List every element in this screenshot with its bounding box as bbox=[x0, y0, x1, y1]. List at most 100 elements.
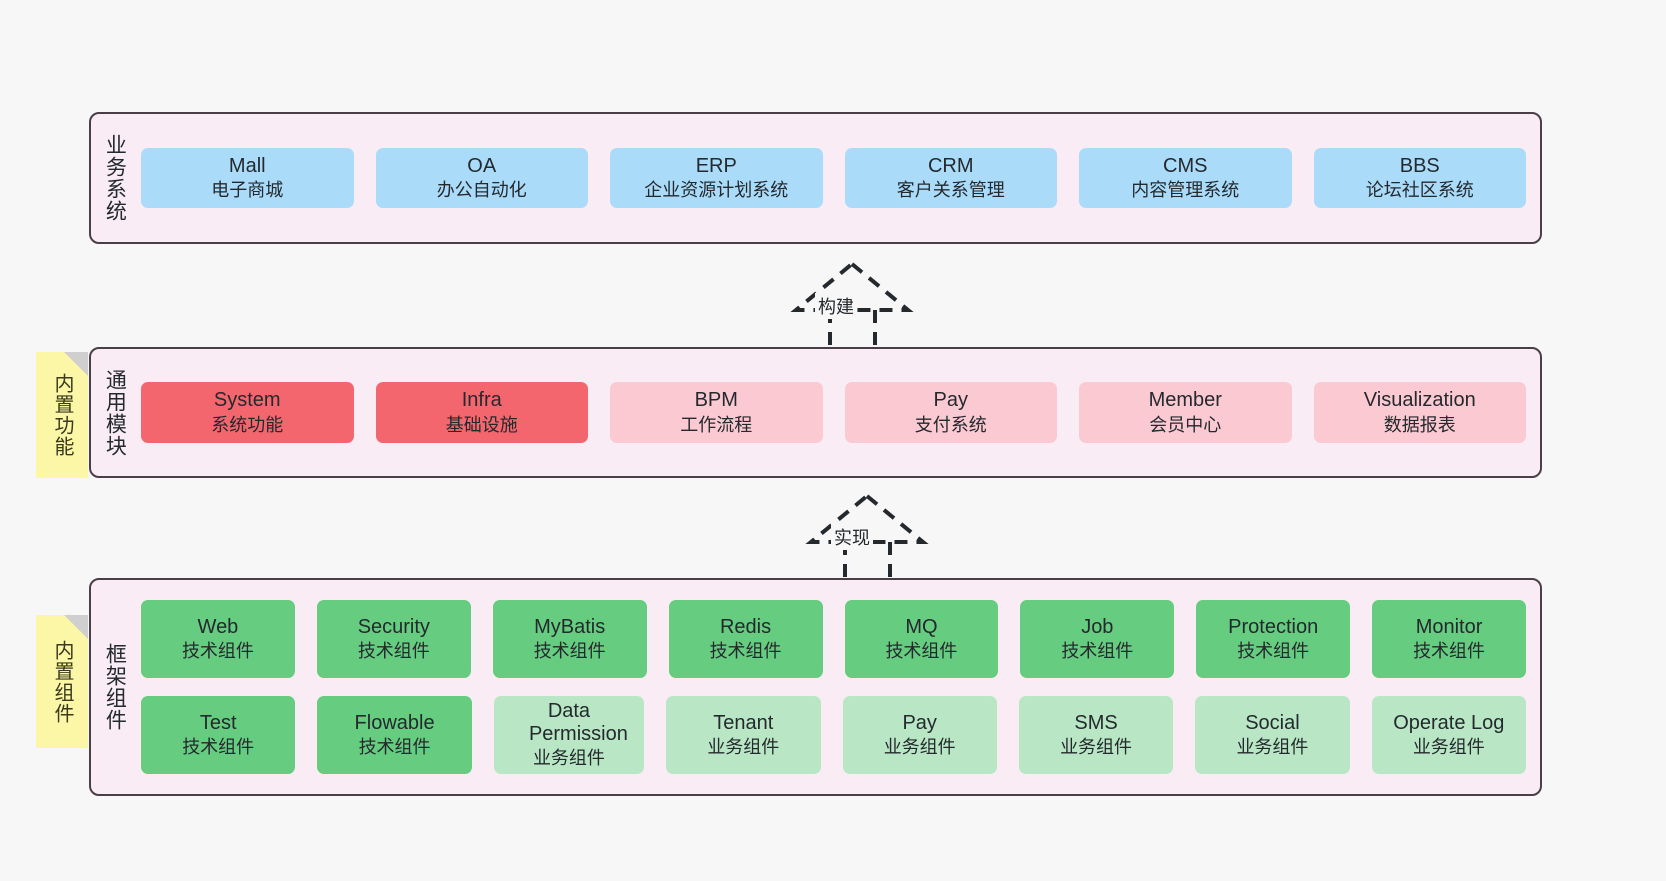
card-protection[interactable]: Protection 技术组件 bbox=[1196, 600, 1351, 678]
card-redis[interactable]: Redis 技术组件 bbox=[668, 600, 823, 678]
connector-implement-label: 实现 bbox=[831, 524, 873, 550]
card-subtitle: 业务组件 bbox=[1412, 737, 1485, 758]
layer-business-system: 业务系统 Mall 电子商城 OA 办公自动化 ERP 企业资源计划系统 CRM… bbox=[89, 112, 1542, 244]
card-tenant[interactable]: Tenant 业务组件 bbox=[666, 696, 821, 774]
card-subtitle: 业务组件 bbox=[883, 737, 956, 758]
card-subtitle: 办公自动化 bbox=[436, 180, 527, 201]
card-test[interactable]: Test 技术组件 bbox=[141, 696, 296, 774]
card-title: SMS bbox=[1074, 711, 1118, 734]
card-subtitle: 技术组件 bbox=[1413, 641, 1486, 662]
card-title: Pay bbox=[902, 711, 937, 734]
card-erp[interactable]: ERP 企业资源计划系统 bbox=[610, 147, 823, 209]
layer-body-common-module: System 系统功能 Infra 基础设施 BPM 工作流程 Pay 支付系统… bbox=[137, 349, 1540, 476]
card-subtitle: 技术组件 bbox=[1237, 641, 1310, 662]
card-subtitle: 技术组件 bbox=[709, 641, 782, 662]
layer-framework-component: 框架组件 Web 技术组件 Security 技术组件 MyBatis 技术组件… bbox=[89, 578, 1542, 796]
card-title: Test bbox=[199, 711, 237, 734]
page-fold-icon bbox=[64, 352, 88, 376]
card-pay-business[interactable]: Pay 业务组件 bbox=[842, 696, 997, 774]
card-subtitle: 论坛社区系统 bbox=[1365, 180, 1474, 201]
card-subtitle: 技术组件 bbox=[357, 641, 430, 662]
card-data-permission[interactable]: Data Permission 业务组件 bbox=[493, 696, 645, 774]
generalization-arrowhead-icon bbox=[805, 493, 929, 544]
card-bbs[interactable]: BBS 论坛社区系统 bbox=[1313, 147, 1526, 209]
card-title: MQ bbox=[905, 615, 938, 638]
card-sms[interactable]: SMS 业务组件 bbox=[1018, 696, 1174, 774]
card-subtitle: 业务组件 bbox=[707, 737, 780, 758]
layer-title-common-module: 通用模块 bbox=[103, 368, 127, 457]
card-monitor[interactable]: Monitor 技术组件 bbox=[1372, 600, 1526, 678]
card-subtitle: 系统功能 bbox=[211, 414, 284, 435]
card-title: MyBatis bbox=[534, 615, 606, 638]
card-title: BPM bbox=[694, 389, 738, 412]
card-subtitle: 基础设施 bbox=[445, 414, 518, 435]
card-title: BBS bbox=[1399, 154, 1440, 177]
card-title: Mall bbox=[228, 154, 266, 177]
card-title: CRM bbox=[927, 154, 974, 177]
card-visualization[interactable]: Visualization 数据报表 bbox=[1313, 382, 1526, 443]
layer-body-framework-component: Web 技术组件 Security 技术组件 MyBatis 技术组件 Redi… bbox=[137, 580, 1540, 794]
sticky-note-label: 内置组件 bbox=[51, 639, 73, 724]
card-subtitle: 内容管理系统 bbox=[1131, 180, 1240, 201]
card-mall[interactable]: Mall 电子商城 bbox=[141, 147, 354, 209]
card-subtitle: 技术组件 bbox=[1061, 641, 1134, 662]
card-title: Security bbox=[357, 615, 430, 638]
card-security[interactable]: Security 技术组件 bbox=[316, 600, 471, 678]
card-title: Tenant bbox=[713, 711, 774, 734]
layer-common-module: 通用模块 System 系统功能 Infra 基础设施 BPM 工作流程 Pay… bbox=[89, 347, 1542, 478]
card-title: Flowable bbox=[354, 711, 435, 734]
card-subtitle: 技术组件 bbox=[533, 641, 606, 662]
generalization-arrowhead-icon bbox=[790, 261, 914, 312]
card-title: CMS bbox=[1163, 154, 1208, 177]
card-cms[interactable]: CMS 内容管理系统 bbox=[1079, 147, 1292, 209]
card-crm[interactable]: CRM 客户关系管理 bbox=[844, 147, 1057, 209]
card-bpm[interactable]: BPM 工作流程 bbox=[610, 382, 823, 443]
layer-body-business-system: Mall 电子商城 OA 办公自动化 ERP 企业资源计划系统 CRM 客户关系… bbox=[137, 114, 1540, 242]
card-flowable[interactable]: Flowable 技术组件 bbox=[317, 696, 472, 774]
sticky-note-builtin-component: 内置组件 bbox=[36, 615, 88, 748]
card-title: Pay bbox=[933, 389, 968, 412]
card-member[interactable]: Member 会员中心 bbox=[1079, 382, 1292, 443]
card-title: Operate Log bbox=[1393, 711, 1505, 734]
card-subtitle: 电子商城 bbox=[211, 180, 284, 201]
card-title: Redis bbox=[719, 615, 772, 638]
card-job[interactable]: Job 技术组件 bbox=[1020, 600, 1175, 678]
card-pay[interactable]: Pay 支付系统 bbox=[844, 382, 1057, 443]
card-oa[interactable]: OA 办公自动化 bbox=[375, 147, 588, 209]
card-infra[interactable]: Infra 基础设施 bbox=[375, 382, 588, 443]
card-title: Monitor bbox=[1415, 615, 1483, 638]
card-subtitle: 支付系统 bbox=[914, 414, 987, 435]
card-web[interactable]: Web 技术组件 bbox=[141, 600, 295, 678]
card-subtitle: 企业资源计划系统 bbox=[644, 180, 789, 201]
card-title: Job bbox=[1081, 615, 1114, 638]
card-system[interactable]: System 系统功能 bbox=[141, 382, 354, 443]
card-subtitle: 技术组件 bbox=[885, 641, 958, 662]
card-title: Infra bbox=[461, 389, 502, 412]
card-row: Test 技术组件 Flowable 技术组件 Data Permission … bbox=[141, 696, 1526, 774]
card-row: Mall 电子商城 OA 办公自动化 ERP 企业资源计划系统 CRM 客户关系… bbox=[141, 147, 1526, 209]
card-title: ERP bbox=[695, 154, 737, 177]
layer-title-business-system: 业务系统 bbox=[103, 134, 127, 222]
layer-title-framework-component: 框架组件 bbox=[103, 643, 127, 731]
card-title: Data Permission bbox=[528, 699, 628, 746]
card-operate-log[interactable]: Operate Log 业务组件 bbox=[1371, 696, 1526, 774]
card-subtitle: 技术组件 bbox=[358, 737, 431, 758]
card-mybatis[interactable]: MyBatis 技术组件 bbox=[492, 600, 647, 678]
card-social[interactable]: Social 业务组件 bbox=[1195, 696, 1350, 774]
card-mq[interactable]: MQ 技术组件 bbox=[844, 600, 999, 678]
card-subtitle: 数据报表 bbox=[1383, 414, 1456, 435]
card-subtitle: 业务组件 bbox=[1236, 737, 1309, 758]
card-subtitle: 技术组件 bbox=[182, 737, 255, 758]
card-title: Member bbox=[1148, 389, 1222, 412]
sticky-note-builtin-function: 内置功能 bbox=[36, 352, 88, 478]
card-subtitle: 业务组件 bbox=[1060, 737, 1133, 758]
card-title: Social bbox=[1245, 711, 1300, 734]
card-title: OA bbox=[467, 154, 497, 177]
page-fold-icon bbox=[64, 615, 88, 639]
card-subtitle: 业务组件 bbox=[532, 748, 605, 769]
card-subtitle: 客户关系管理 bbox=[896, 180, 1005, 201]
card-subtitle: 技术组件 bbox=[181, 641, 254, 662]
card-subtitle: 会员中心 bbox=[1149, 414, 1222, 435]
connector-build-label: 构建 bbox=[815, 293, 857, 319]
